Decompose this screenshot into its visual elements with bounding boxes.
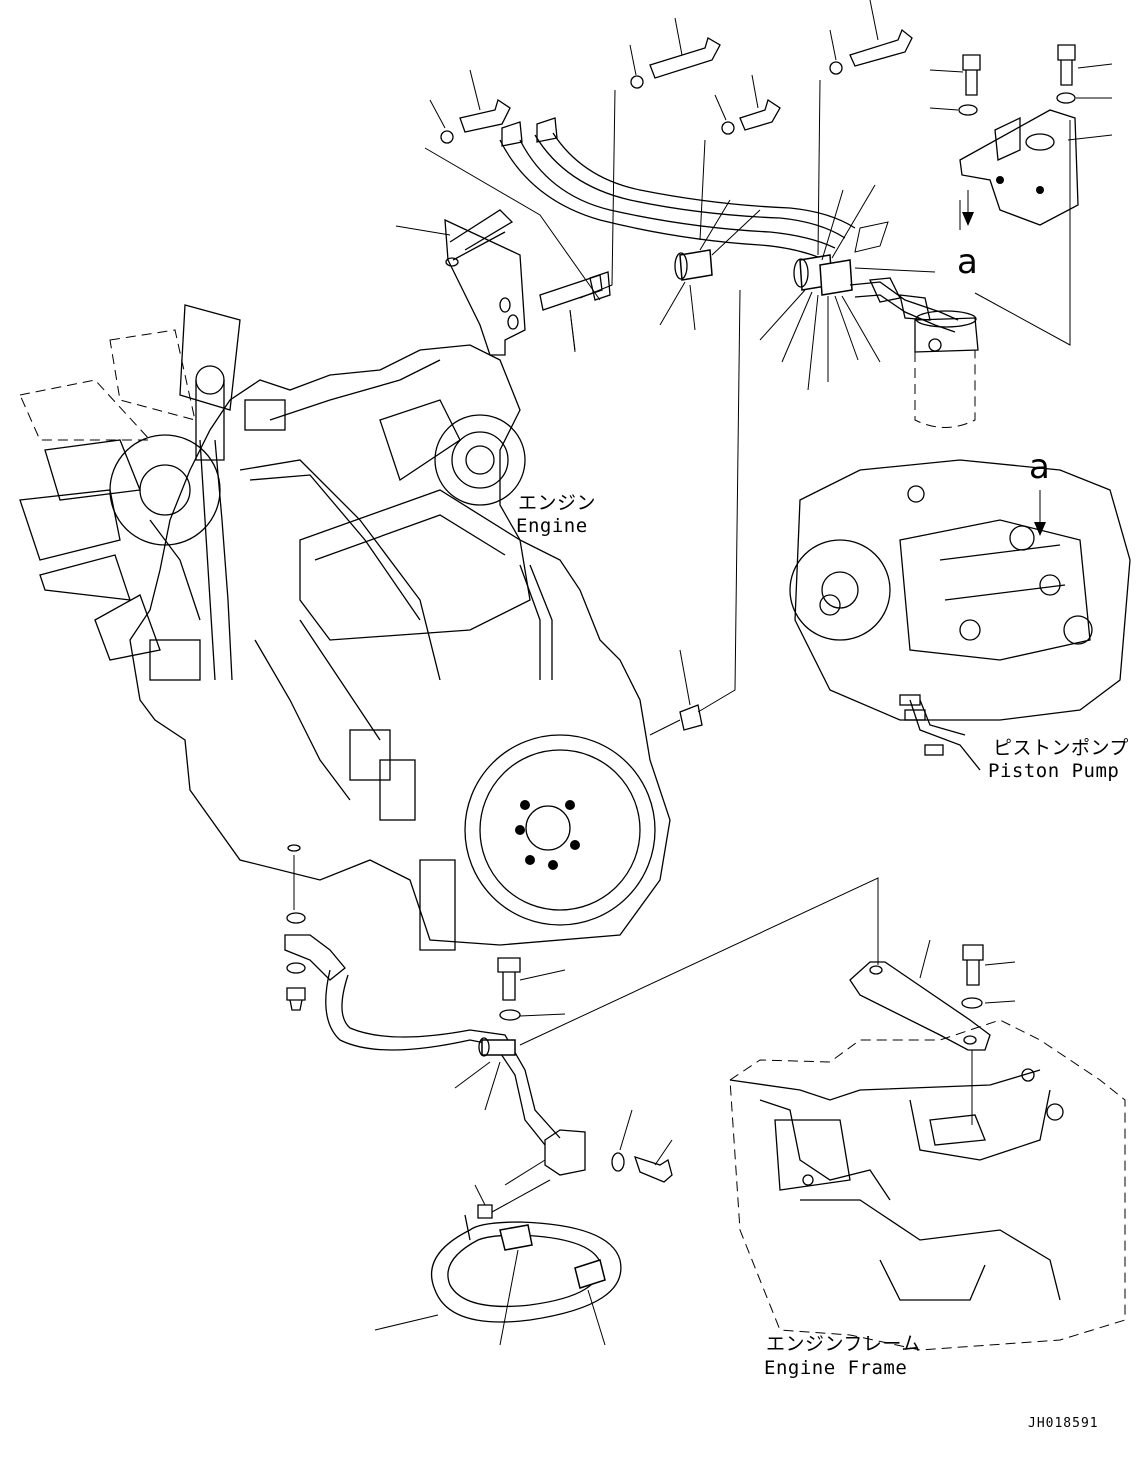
- reference-mark-a-pump: a: [1029, 447, 1050, 487]
- filter-unit: [914, 310, 979, 428]
- engine-piping: [149, 359, 553, 821]
- piston-pump: [789, 459, 1131, 771]
- engine-block: [129, 344, 671, 946]
- pump-label-en: Piston Pump: [988, 760, 1120, 782]
- reference-mark-a-top: a: [957, 242, 978, 282]
- frame-label-en: Engine Frame: [764, 1357, 908, 1379]
- mounting-plate: [444, 218, 526, 356]
- drain-fitting: [284, 934, 346, 981]
- upper-hose-assembly: [440, 28, 1079, 731]
- flywheel: [419, 734, 656, 951]
- turbocharger: [379, 399, 526, 506]
- leader-lines: [374, 0, 1113, 1346]
- hose-loop: [430, 1221, 622, 1323]
- frame-label-jp: エンジンフレーム: [766, 1333, 921, 1355]
- hose-clamp-upper: [679, 249, 713, 281]
- drain-hose-assembly: [284, 855, 673, 1323]
- o-ring: [286, 912, 306, 924]
- pump-label-jp: ピストンポンプ: [993, 737, 1129, 759]
- cooling-fan: [19, 304, 241, 661]
- engine-assembly: [19, 304, 671, 951]
- engine-frame: [729, 944, 1126, 1351]
- mount-bracket: [849, 961, 991, 1051]
- filter-bracket: [959, 109, 1079, 226]
- engine-label-jp: エンジン: [518, 492, 597, 514]
- engine-label-en: Engine: [516, 515, 588, 537]
- drawing-number: JH018591: [1028, 1416, 1099, 1431]
- hose-clamp: [481, 1039, 516, 1056]
